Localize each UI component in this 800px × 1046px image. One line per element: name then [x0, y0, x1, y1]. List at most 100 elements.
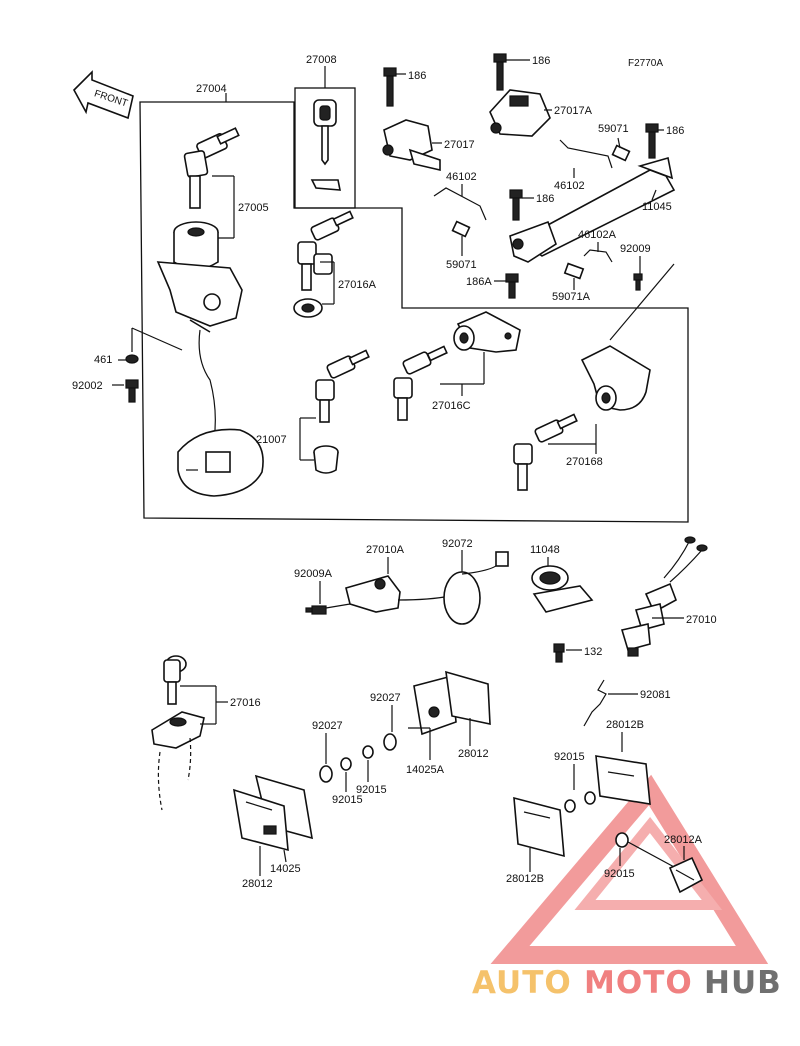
- seat-lock-27016C-icon: [453, 311, 521, 353]
- label-28012B-a: 28012B: [606, 719, 644, 731]
- housing-27017-icon: [382, 119, 441, 172]
- keys-27016-icon: [163, 655, 187, 705]
- wires-27010-icon: [663, 536, 708, 583]
- clip-59071-a-icon: [611, 144, 631, 162]
- housing-27017A-icon: [489, 89, 551, 137]
- label-27004: 27004: [196, 83, 227, 95]
- screw-92009A-icon: [305, 605, 327, 615]
- label-27005: 27005: [238, 202, 269, 214]
- label-92027-a: 92027: [312, 720, 343, 732]
- label-27017: 27017: [444, 139, 475, 151]
- reflector-28012-a-icon: [232, 788, 289, 852]
- label-92002: 92002: [72, 380, 103, 392]
- reflector-28012A-icon: [668, 856, 704, 894]
- lock-270168-icon: [580, 345, 651, 411]
- reflector-28012B-b-icon: [513, 796, 565, 858]
- label-46102-b: 46102: [554, 180, 585, 192]
- label-132: 132: [584, 646, 602, 658]
- bracket-46102-a-icon: [559, 139, 613, 169]
- label-270168: 270168: [566, 456, 603, 468]
- label-28012-a: 28012: [458, 748, 489, 760]
- label-21007: 21007: [256, 434, 287, 446]
- washer-461-icon: [125, 354, 139, 364]
- spring-92081-icon: [583, 679, 607, 727]
- ignition-keys-icon: [183, 127, 240, 209]
- label-46102A: 46102A: [578, 229, 617, 241]
- label-27008: 27008: [306, 54, 337, 66]
- keys-27016C-icon: [393, 345, 448, 421]
- clip-59071-b-icon: [451, 220, 471, 238]
- label-14025: 14025: [270, 863, 301, 875]
- nut-92015-c-icon: [564, 791, 596, 813]
- label-186-d: 186: [536, 193, 554, 205]
- label-28012B-b: 28012B: [506, 873, 544, 885]
- bolt-92002-icon: [125, 379, 139, 403]
- switch-27010A-icon: [325, 575, 451, 613]
- nut-92015-d-icon: [615, 832, 629, 848]
- figure-code: F2770A: [628, 58, 663, 69]
- nut-92015-b-icon: [362, 745, 374, 759]
- label-27010: 27010: [686, 614, 717, 626]
- bolt-132-icon: [553, 643, 565, 663]
- label-461: 461: [94, 354, 112, 366]
- spacer-92027-b-icon: [383, 733, 397, 751]
- handlebar-bracket-11045-icon: [509, 156, 676, 263]
- label-28012-b: 28012: [242, 878, 273, 890]
- label-186-c: 186: [666, 125, 684, 137]
- helmet-lock-27016-icon: [151, 711, 205, 811]
- bracket-11048-icon: [531, 565, 594, 613]
- spacer-92027-a-icon: [319, 765, 333, 783]
- label-92015-c: 92015: [554, 751, 585, 763]
- key-blank-icon: [310, 99, 341, 191]
- label-27010A: 27010A: [366, 544, 405, 556]
- label-27016: 27016: [230, 697, 261, 709]
- bolt-186A-icon: [505, 273, 519, 299]
- label-92027-b: 92027: [370, 692, 401, 704]
- label-11045: 11045: [642, 201, 672, 213]
- label-92015-d: 92015: [604, 868, 635, 880]
- reflector-28012-a-center-icon: [445, 670, 491, 725]
- bracket-46102A-icon: [583, 249, 613, 263]
- bracket-46102-b-icon: [433, 187, 487, 221]
- keys-27016A-icon: [297, 210, 354, 291]
- label-92009: 92009: [620, 243, 651, 255]
- keys-270168-icon: [513, 413, 578, 491]
- watermark-hub: HUB: [704, 965, 782, 1001]
- front-arrow-icon: FRONT: [73, 70, 134, 120]
- label-92072: 92072: [442, 538, 473, 550]
- label-27016A: 27016A: [338, 279, 377, 291]
- switch-27010-icon: [620, 582, 677, 657]
- watermark-moto: MOTO: [584, 965, 693, 1001]
- label-186A: 186A: [466, 276, 492, 288]
- bolt-186-c-icon: [645, 123, 659, 159]
- reflector-28012B-a-icon: [595, 755, 651, 805]
- label-28012A: 28012A: [664, 834, 703, 846]
- bolt-186-a-icon: [383, 67, 397, 107]
- screw-92009-icon: [633, 273, 643, 291]
- keys-21007-icon: [315, 349, 370, 423]
- lock-cylinder-21007-icon: [313, 445, 339, 474]
- label-186-b: 186: [532, 55, 550, 67]
- watermark-auto: AUTO: [472, 965, 572, 1001]
- label-59071-a: 59071: [598, 123, 629, 135]
- label-92081: 92081: [640, 689, 671, 701]
- label-46102-a: 46102: [446, 171, 477, 183]
- lock-cylinder-27016A-icon: [293, 298, 323, 318]
- label-27016C: 27016C: [432, 400, 471, 412]
- label-92015-b: 92015: [356, 784, 387, 796]
- label-59071A: 59071A: [552, 291, 591, 303]
- label-14025A: 14025A: [406, 764, 445, 776]
- ignition-switch-icon: [156, 221, 264, 497]
- label-186-a: 186: [408, 70, 426, 82]
- nut-92015-a-icon: [340, 757, 352, 771]
- clip-59071A-icon: [563, 262, 585, 280]
- label-59071-b: 59071: [446, 259, 477, 271]
- base-14025A-icon: [413, 674, 457, 736]
- bolt-186-d-icon: [509, 189, 523, 221]
- assembly-outline-27004: [139, 101, 689, 523]
- bolt-186-b-icon: [493, 53, 507, 91]
- label-92009A: 92009A: [294, 568, 333, 580]
- label-11048: 11048: [530, 544, 560, 556]
- wire-band-92072-icon: [443, 551, 509, 625]
